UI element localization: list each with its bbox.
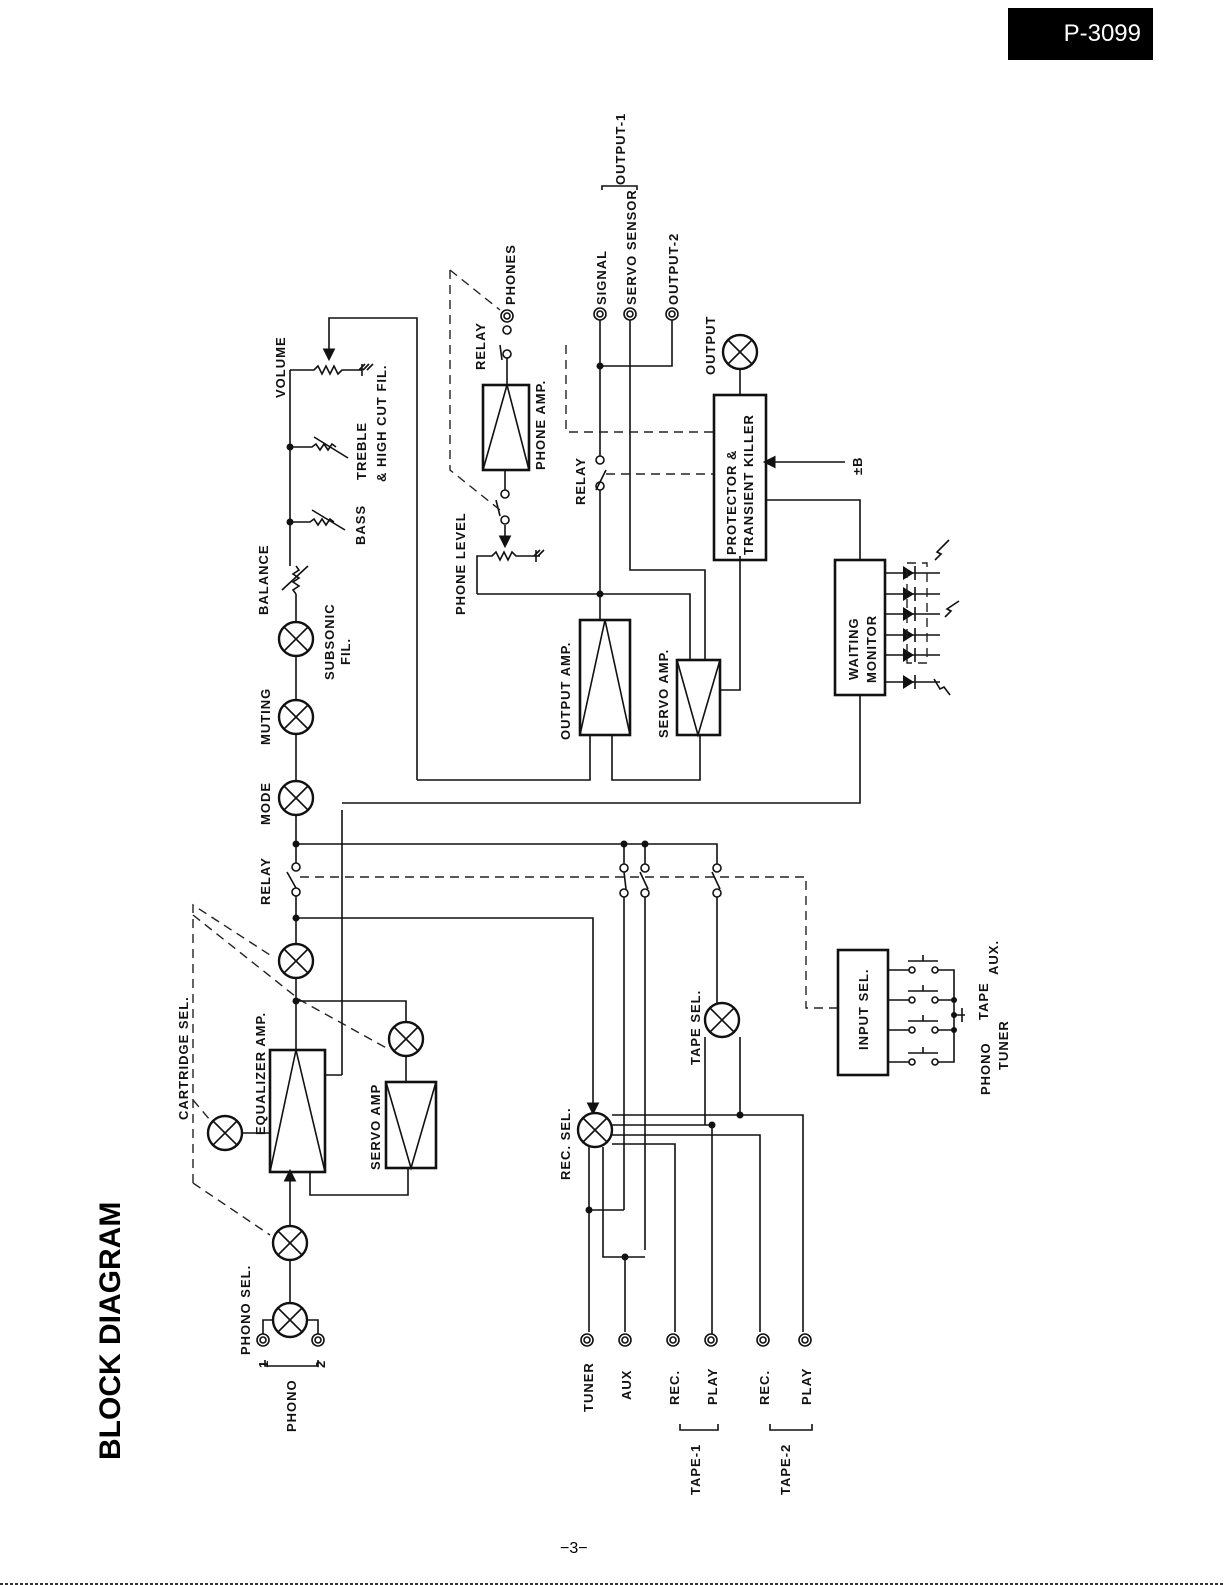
output-amp-box bbox=[578, 618, 632, 737]
waiting-label-1: WAITING bbox=[846, 617, 861, 680]
servo-select-switch-icon bbox=[387, 1020, 425, 1058]
output-2-jack bbox=[665, 307, 679, 321]
page-code: P-3099 bbox=[1063, 20, 1141, 47]
subsonic-filter-icon bbox=[277, 620, 315, 658]
diagram-title: BLOCK DIAGRAM bbox=[94, 1202, 127, 1460]
rec-sel-switch-icon bbox=[576, 1111, 614, 1149]
protector-label-1: PROTECTOR & bbox=[724, 450, 739, 555]
mode-switch-icon bbox=[277, 779, 315, 817]
tape2-play-jack bbox=[798, 1333, 812, 1347]
sel-tuner-label: TUNER bbox=[996, 1020, 1011, 1070]
rec-sel-label: REC. SEL. bbox=[558, 1107, 573, 1180]
bass-label: BASS bbox=[353, 505, 368, 545]
servo-sensor-jack bbox=[623, 307, 637, 321]
sel-tape-label: TAPE bbox=[976, 982, 991, 1020]
signal-jack bbox=[593, 307, 607, 321]
phono-input-switch-icon bbox=[271, 1224, 309, 1262]
page-number: −3− bbox=[560, 1540, 588, 1557]
servo-amp-eq-label: SERVO AMP bbox=[368, 1084, 383, 1170]
tape1-play-label: PLAY bbox=[705, 1368, 720, 1405]
subsonic-fil-label: FIL. bbox=[338, 638, 353, 665]
phone-amp-box bbox=[481, 383, 531, 472]
tuner-jack bbox=[580, 1333, 594, 1347]
output-2-label: OUTPUT-2 bbox=[666, 233, 681, 305]
main-signal-chain: RELAY MODE MUTING SUBSONIC FIL. BALANCE … bbox=[256, 317, 418, 905]
treble-label: TREBLE bbox=[354, 422, 369, 480]
plus-minus-b-label: ±B bbox=[850, 456, 865, 475]
protector-label-2: TRANSIENT KILLER bbox=[741, 414, 756, 555]
phones-label: PHONES bbox=[503, 244, 518, 305]
phones-jack bbox=[500, 309, 514, 323]
phono-inputs: 1 2 PHONO PHONO SEL. bbox=[238, 1168, 328, 1432]
waiting-label-2: MONITOR bbox=[864, 615, 879, 683]
cartridge-sel-switch-icon bbox=[206, 1114, 244, 1152]
balance-pot-icon bbox=[281, 565, 309, 591]
high-cut-label: & HIGH CUT FIL. bbox=[374, 364, 389, 482]
equalizer-section: CARTRIDGE SEL. EQUALIZER AMP. SERVO AMP bbox=[176, 810, 438, 1236]
tape2-play-label: PLAY bbox=[799, 1368, 814, 1405]
rec-selector-section: REC. SEL. TUNER AUX REC. PLAY TAPE-1 REC… bbox=[558, 1037, 814, 1495]
page-code-tag: P-3099 bbox=[1008, 8, 1153, 60]
phono-label: PHONO bbox=[284, 1379, 299, 1432]
volume-label: VOLUME bbox=[273, 336, 288, 398]
phone-relay-label: RELAY bbox=[473, 322, 488, 370]
tape1-play-jack bbox=[704, 1333, 718, 1347]
phone-level-label: PHONE LEVEL bbox=[453, 512, 468, 615]
tape1-rec-label: REC. bbox=[667, 1370, 682, 1405]
protector-box bbox=[712, 393, 768, 562]
led-array-icon bbox=[885, 539, 960, 696]
output-switch-icon bbox=[721, 333, 759, 371]
equalizer-amp-label: EQUALIZER AMP. bbox=[253, 1012, 268, 1135]
subsonic-label: SUBSONIC bbox=[322, 603, 337, 680]
phone-amp-label: PHONE AMP. bbox=[533, 380, 548, 470]
balance-label: BALANCE bbox=[256, 544, 271, 615]
tape-sel-switch-icon bbox=[703, 1001, 741, 1039]
servo-amp-out-box bbox=[675, 658, 722, 737]
phono-1-label: 1 bbox=[256, 1360, 271, 1368]
phones-section: PHONE LEVEL PHONE AMP. RELAY PHONES bbox=[449, 244, 548, 615]
output-amp-label: OUTPUT AMP. bbox=[558, 642, 573, 740]
cartridge-main-switch-icon bbox=[277, 942, 315, 980]
mode-label: MODE bbox=[258, 782, 273, 825]
output-relay-label: RELAY bbox=[573, 457, 588, 505]
output-section: OUTPUT AMP. SERVO AMP. RELAY SIGNAL SERV… bbox=[417, 113, 865, 781]
main-relay-label: RELAY bbox=[258, 857, 273, 905]
tape2-rec-jack bbox=[756, 1333, 770, 1347]
waiting-monitor-section: WAITING MONITOR bbox=[342, 539, 960, 804]
servo-amp-eq-box bbox=[384, 1080, 438, 1170]
servo-amp-out-label: SERVO AMP. bbox=[656, 649, 671, 738]
signal-label: SIGNAL bbox=[594, 250, 609, 305]
tuner-label: TUNER bbox=[581, 1362, 596, 1412]
aux-jack bbox=[618, 1333, 632, 1347]
aux-label: AUX bbox=[619, 1370, 634, 1400]
phono-1-jack bbox=[256, 1333, 270, 1347]
phono-2-jack bbox=[311, 1333, 325, 1347]
tape1-label: TAPE-1 bbox=[688, 1444, 703, 1495]
bottom-border bbox=[0, 1583, 1225, 1585]
output-label: OUTPUT bbox=[703, 316, 718, 375]
muting-switch-icon bbox=[277, 698, 315, 736]
input-buttons-icon bbox=[888, 955, 965, 1066]
tape2-rec-label: REC. bbox=[757, 1370, 772, 1405]
treble-pot-icon bbox=[290, 442, 337, 452]
cartridge-sel-label: CARTRIDGE SEL. bbox=[176, 996, 191, 1120]
sel-phono-label: PHONO bbox=[978, 1042, 993, 1095]
phono-sel-label: PHONO SEL. bbox=[238, 1265, 253, 1355]
volume-pot-icon bbox=[290, 364, 362, 376]
output-1-label: OUTPUT-1 bbox=[613, 113, 628, 185]
sel-aux-label: AUX. bbox=[986, 940, 1001, 975]
servo-sensor-label: SERVO SENSOR bbox=[624, 189, 639, 305]
phono-2-label: 2 bbox=[313, 1360, 328, 1368]
input-sel-label: INPUT SEL. bbox=[856, 968, 871, 1050]
tape1-rec-jack bbox=[666, 1333, 680, 1347]
phono-sel-switch-icon bbox=[271, 1301, 309, 1339]
equalizer-amp-box bbox=[268, 1048, 327, 1174]
tape2-label: TAPE-2 bbox=[778, 1444, 793, 1495]
input-sel-box bbox=[836, 948, 890, 1077]
tape-sel-label: TAPE SEL. bbox=[688, 990, 703, 1065]
muting-label: MUTING bbox=[258, 688, 273, 745]
input-relay-section: TAPE SEL. INPUT SEL. PHONO TUNER TAPE AU… bbox=[296, 840, 1011, 1250]
